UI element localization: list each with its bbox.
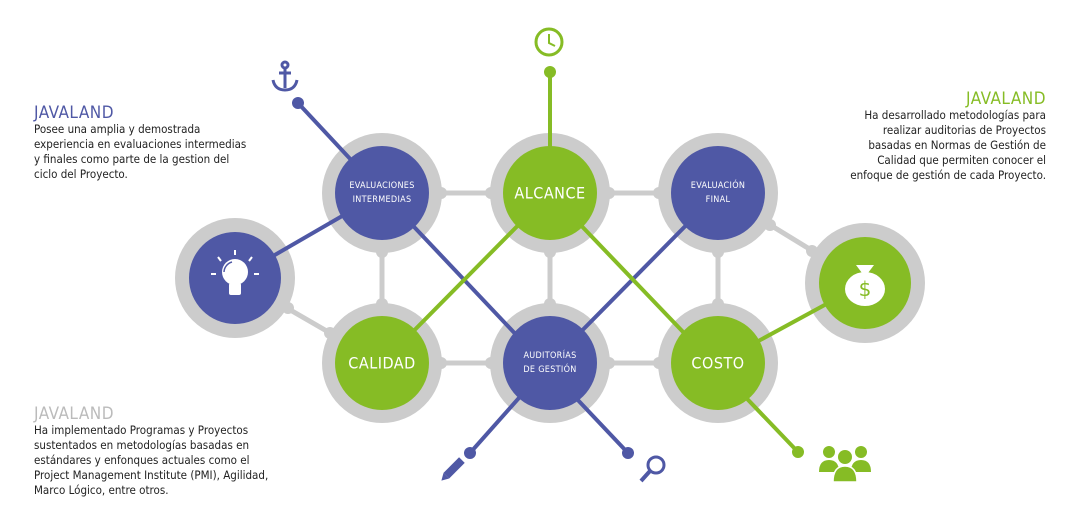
team-icon — [819, 446, 871, 483]
node-auditorias — [503, 316, 597, 410]
node-calidad — [335, 316, 429, 410]
pencil-icon — [441, 457, 465, 481]
node-evaluacion-final — [671, 146, 765, 240]
node-evaluaciones-intermedias — [335, 146, 429, 240]
block-text: Ha desarrollado metodologías para realiz… — [850, 108, 1046, 182]
blue-dots — [292, 97, 634, 459]
label-calidad: CALIDAD — [348, 353, 416, 373]
info-block-auditorias: JAVALAND Ha desarrollado metodologías pa… — [850, 90, 1046, 183]
info-block-evaluaciones: JAVALAND Posee una amplia y demostrada e… — [34, 104, 246, 182]
block-title: JAVALAND — [34, 404, 114, 424]
block-title: JAVALAND — [966, 89, 1046, 109]
label-evaluacion-final: EVALUACIÓN FINAL — [690, 181, 746, 205]
info-block-metodologias: JAVALAND Ha implementado Programas y Pro… — [34, 405, 268, 498]
green-connectors — [380, 72, 866, 454]
svg-text:$: $ — [859, 277, 872, 301]
block-text: Ha implementado Programas y Proyectos su… — [34, 423, 269, 497]
green-dots — [544, 66, 804, 458]
clock-icon — [534, 27, 564, 57]
anchor-icon — [271, 60, 299, 92]
node-alcance — [503, 146, 597, 240]
label-auditorias: AUDITORÍAS DE GESTIÓN — [523, 351, 577, 375]
node-costo — [671, 316, 765, 410]
blue-connectors — [233, 101, 720, 455]
label-alcance: ALCANCE — [514, 183, 586, 203]
magnifier-icon — [639, 455, 666, 483]
block-title: JAVALAND — [34, 103, 114, 123]
label-costo: COSTO — [691, 353, 745, 373]
lightbulb-icon — [211, 250, 259, 295]
block-text: Posee una amplia y demostrada experienci… — [34, 122, 247, 181]
money-bag-icon: $ — [845, 265, 885, 306]
label-evaluaciones-intermedias: EVALUACIONES INTERMEDIAS — [349, 181, 415, 205]
